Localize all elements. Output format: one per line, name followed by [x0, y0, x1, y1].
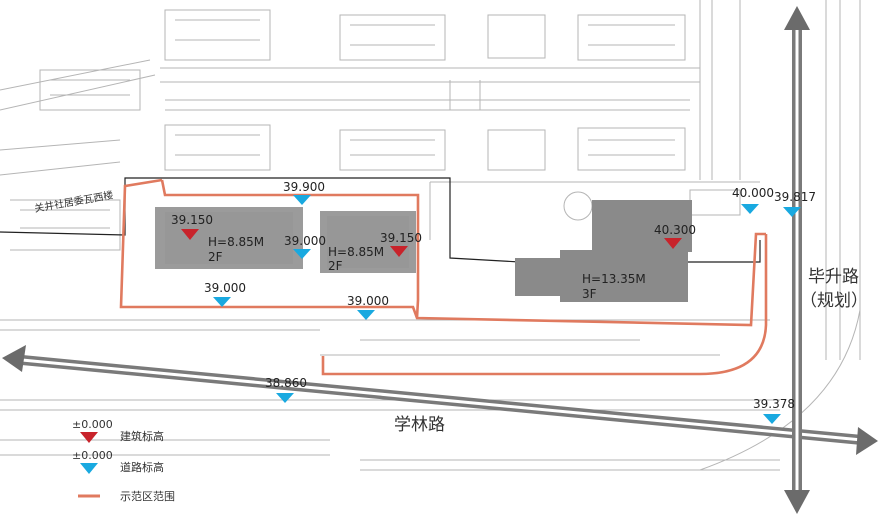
road-elevation-8: 39.378 [753, 397, 795, 424]
bisheng-road-arrow [784, 6, 810, 514]
svg-text:39.150: 39.150 [171, 213, 213, 227]
demo-boundary-top [160, 179, 420, 319]
building-1 [155, 207, 303, 269]
road-elevation-4: 39.000 [347, 294, 389, 320]
legend-building-value: ±0.000 [72, 418, 113, 431]
svg-text:39.000: 39.000 [284, 234, 326, 248]
neighbor-label: 关井社居委瓦西楼 [33, 188, 114, 215]
legend-building-marker [80, 432, 98, 443]
context-linework [0, 0, 861, 471]
svg-text:39.900: 39.900 [283, 180, 325, 194]
building-1-height: H=8.85M [208, 235, 264, 249]
road-elevation-7: 38.860 [265, 376, 307, 403]
legend-road-marker [80, 463, 98, 474]
svg-text:38.860: 38.860 [265, 376, 307, 390]
xuelin-road-arrow [2, 345, 878, 455]
demo-boundary-outline [119, 178, 766, 327]
legend-road-value: ±0.000 [72, 449, 113, 462]
road-elevation-5: 40.000 [732, 186, 774, 214]
building-1-floors: 2F [208, 250, 223, 264]
road-elevation-1: 39.900 [283, 180, 325, 205]
building-2-floors: 2F [328, 259, 343, 273]
road-elevation-2: 39.000 [284, 234, 326, 259]
svg-text:39.000: 39.000 [204, 281, 246, 295]
building-2-height: H=8.85M [328, 245, 384, 259]
svg-text:39.150: 39.150 [380, 231, 422, 245]
building-elevation-2: 39.150 [380, 231, 422, 257]
legend: ±0.000 建筑标高 ±0.000 道路标高 示范区范围 [72, 418, 175, 503]
demo-boundary-curve [321, 234, 768, 376]
svg-text:39.378: 39.378 [753, 397, 795, 411]
building-elevation-1: 39.150 [171, 213, 213, 240]
legend-road-label: 道路标高 [120, 460, 164, 474]
bisheng-road-label: 毕升路 [808, 267, 859, 287]
bisheng-road-sublabel: （规划） [800, 291, 868, 311]
site-outline [0, 177, 761, 263]
building-3 [515, 200, 692, 302]
road-elevation-3: 39.000 [204, 281, 246, 307]
building-3-height: H=13.35M [582, 272, 646, 286]
building-3-floors: 3F [582, 287, 597, 301]
road-elevation-6: 39.817 [774, 190, 816, 217]
building-2 [320, 211, 416, 273]
svg-text:39.000: 39.000 [347, 294, 389, 308]
xuelin-road-label: 学林路 [394, 415, 445, 435]
svg-text:39.817: 39.817 [774, 190, 816, 204]
building-elevation-3: 40.300 [654, 223, 696, 249]
legend-boundary-label: 示范区范围 [120, 489, 175, 503]
svg-text:40.300: 40.300 [654, 223, 696, 237]
svg-text:40.000: 40.000 [732, 186, 774, 200]
legend-building-label: 建筑标高 [120, 429, 164, 443]
